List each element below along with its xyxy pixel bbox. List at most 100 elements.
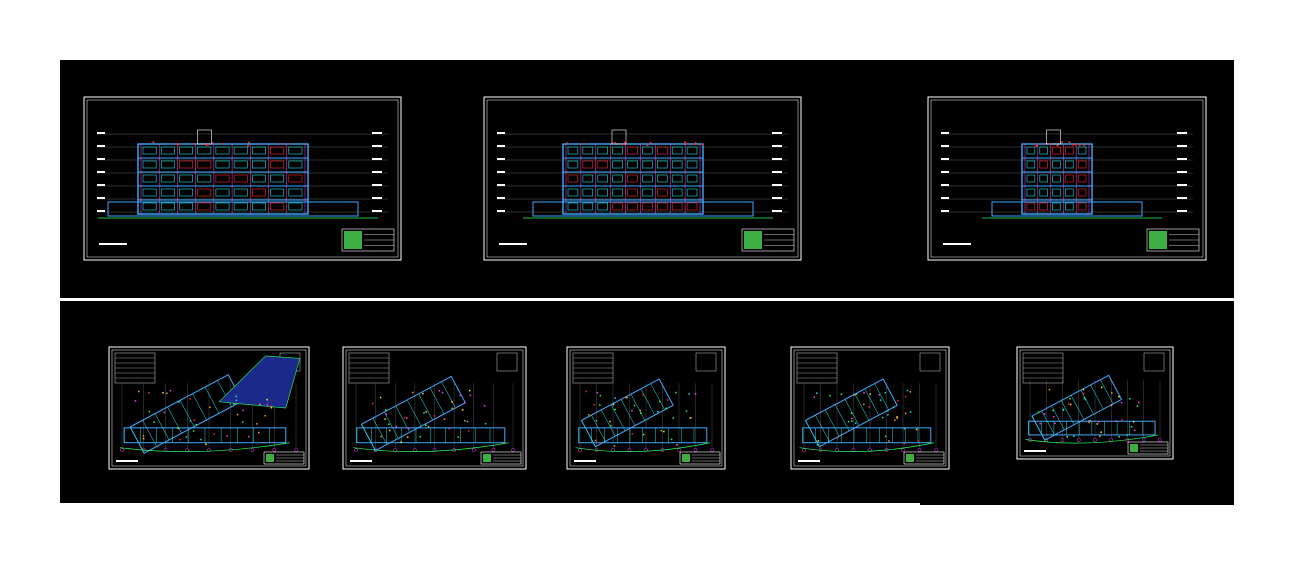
annotation-mark: [193, 419, 195, 421]
window: [657, 188, 668, 197]
axis-bubble: [354, 448, 358, 452]
annotation-mark: [614, 408, 616, 411]
window: [142, 202, 157, 211]
room-wall: [874, 383, 889, 410]
podium: [107, 201, 359, 217]
sheet-border: [483, 96, 802, 261]
annotation-mark: [829, 394, 831, 397]
room-wall: [361, 424, 376, 451]
room-wall: [1061, 400, 1075, 425]
building-outline: [137, 143, 309, 215]
annotation-mark: [163, 411, 166, 413]
window: [597, 188, 608, 197]
window: [215, 146, 230, 155]
annotation-mark: [162, 391, 164, 394]
logo-mark: [682, 454, 690, 462]
axis-bubble: [578, 448, 582, 452]
annotation-mark: [423, 412, 425, 414]
marker: [1035, 144, 1038, 147]
window: [627, 174, 638, 183]
annotation-mark: [917, 440, 919, 442]
plan-sheet-3[interactable]: [566, 346, 726, 470]
annotation-mark: [1082, 388, 1085, 391]
model-space-bottom-right: [920, 301, 1234, 505]
level-tag: [372, 197, 382, 199]
annotation-mark: [896, 417, 898, 419]
window: [627, 202, 638, 211]
annotation-mark: [903, 442, 905, 445]
sheet-inner-border: [345, 349, 524, 467]
annotation-mark: [585, 390, 587, 393]
annotation-mark: [1120, 401, 1123, 404]
annotation-mark: [869, 393, 872, 395]
annotation-mark: [1048, 388, 1051, 391]
section-sheet-2[interactable]: [483, 96, 802, 261]
annotation-mark: [633, 404, 636, 407]
level-tag: [941, 197, 949, 199]
annotation-mark: [599, 442, 601, 444]
annotation-mark: [270, 406, 273, 409]
window: [657, 202, 668, 211]
annotation-mark: [213, 433, 215, 435]
annotation-mark: [888, 440, 890, 442]
annotation-mark: [1037, 411, 1040, 413]
plan-sheet-4[interactable]: [790, 346, 950, 470]
marker: [177, 143, 180, 146]
annotation-mark: [1115, 420, 1117, 422]
axis-bubble: [272, 448, 277, 452]
section-sheet-3[interactable]: [927, 96, 1207, 261]
room-wall: [610, 404, 626, 431]
window: [642, 146, 653, 155]
level-tag: [372, 158, 382, 160]
sheet-border: [83, 96, 402, 261]
wing-outline: [1031, 374, 1123, 441]
section-drawing: [83, 96, 402, 261]
axis-bubble: [207, 448, 211, 452]
annotation-mark: [887, 414, 889, 416]
plan-sheet-2[interactable]: [342, 346, 527, 470]
level-tag: [941, 145, 949, 147]
plan-drawing: [342, 346, 527, 470]
plan-sheet-1[interactable]: [108, 346, 310, 470]
annotation-mark: [484, 422, 487, 425]
window: [197, 202, 212, 211]
window: [1052, 146, 1061, 155]
marker: [565, 142, 568, 145]
marker: [581, 142, 584, 145]
annotation-mark: [667, 399, 669, 401]
window: [671, 160, 683, 169]
notes-table: [1143, 352, 1165, 372]
annotation-mark: [433, 415, 436, 417]
axis-bubble: [432, 448, 437, 452]
window: [567, 146, 579, 155]
level-tag: [1177, 158, 1187, 160]
drawing-label: [499, 243, 527, 245]
rotated-wing: [804, 378, 898, 448]
marker: [192, 142, 195, 145]
window: [582, 188, 594, 197]
annotation-mark: [406, 417, 408, 419]
annotation-mark: [1084, 398, 1087, 401]
annotation-mark: [892, 406, 895, 409]
plan-sheet-5[interactable]: [1016, 346, 1174, 460]
window: [597, 160, 608, 169]
drawing-label: [943, 243, 971, 245]
window: [671, 202, 683, 211]
annotation-mark: [816, 444, 819, 446]
roof-structure: [1046, 129, 1061, 145]
window: [657, 146, 668, 155]
section-sheet-1[interactable]: [83, 96, 402, 261]
annotation-mark: [425, 424, 427, 427]
model-space-top: [60, 60, 1234, 298]
window: [642, 160, 653, 169]
annotation-mark: [1043, 413, 1046, 415]
annotation-mark: [200, 438, 202, 441]
window: [215, 202, 230, 211]
axis-bubble: [1060, 438, 1065, 442]
window: [686, 202, 698, 211]
room-wall: [630, 393, 646, 421]
annotation-mark: [672, 417, 675, 419]
annotation-mark: [169, 389, 172, 392]
window: [233, 146, 248, 155]
window: [252, 174, 266, 183]
